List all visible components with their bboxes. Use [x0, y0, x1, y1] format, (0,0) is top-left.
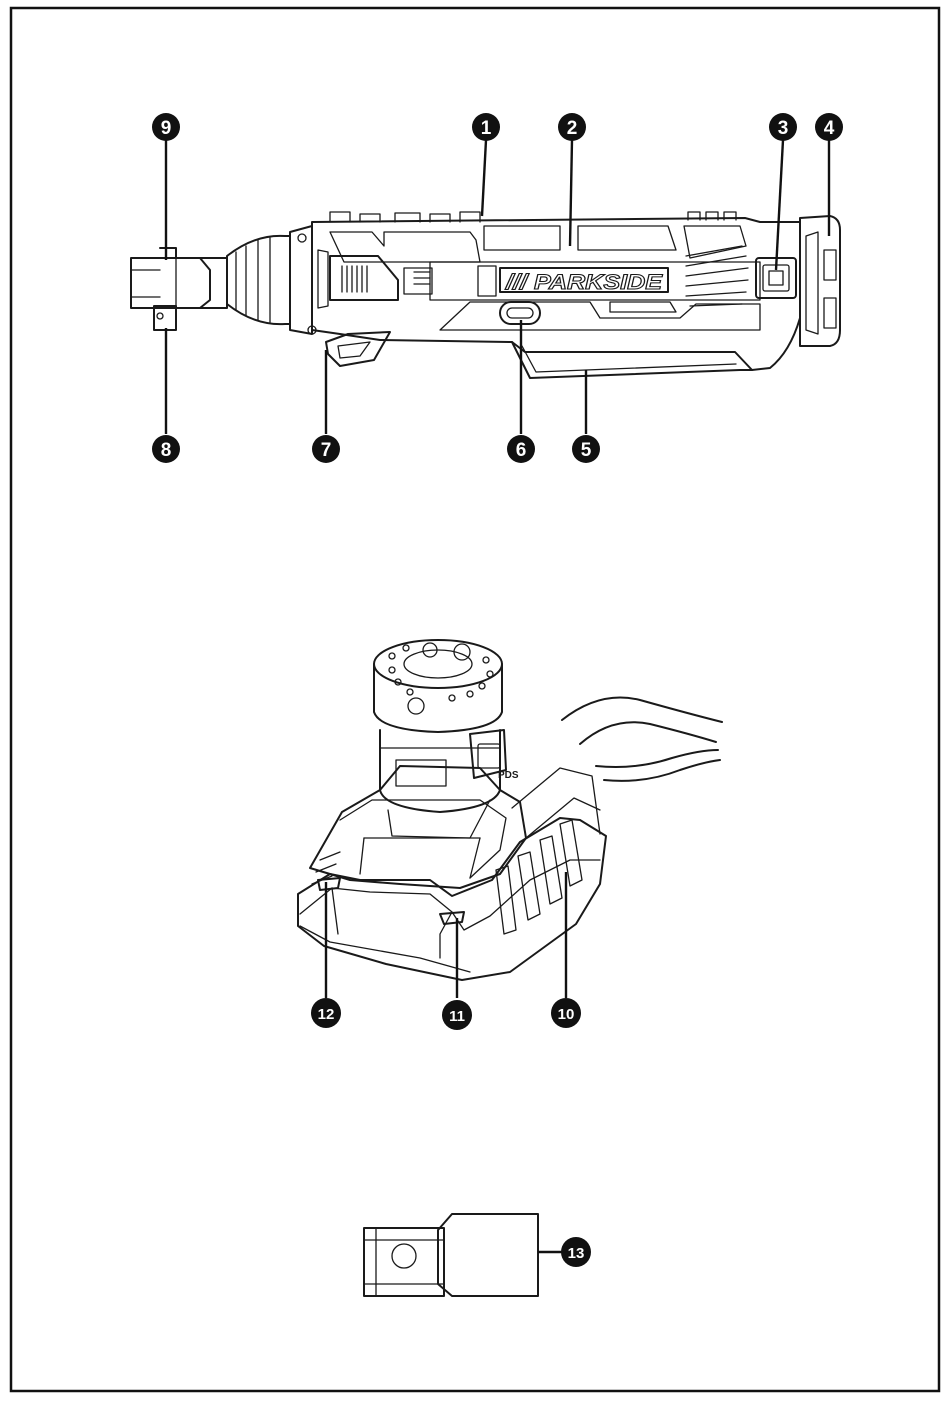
charger-led-red: [318, 878, 340, 890]
callout-label-8: 8: [161, 440, 172, 461]
callout-badge-3: 3: [769, 113, 797, 141]
battery-pack: PDS: [374, 640, 519, 838]
callout-label-6: 6: [516, 440, 527, 461]
callout-badge-2: 2: [558, 113, 586, 141]
callout-badge-11: 11: [442, 1000, 472, 1030]
charger-base: [298, 766, 606, 980]
ratchet-head: [131, 226, 316, 334]
charger-illustration: PDS: [298, 640, 722, 980]
ratchet-wrench-illustration: /// PARKSIDE: [131, 212, 840, 378]
callout-label-3: 3: [778, 118, 789, 139]
callout-label-4: 4: [824, 118, 835, 139]
callout-badge-8: 8: [152, 435, 180, 463]
callout-label-12: 12: [318, 1006, 335, 1023]
callout-lines: [166, 140, 829, 1252]
page-frame: [11, 8, 939, 1391]
callout-badge-6: 6: [507, 435, 535, 463]
charger-led-green: [440, 912, 464, 924]
callout-label-11: 11: [449, 1008, 465, 1025]
callout-badge-4: 4: [815, 113, 843, 141]
callout-badge-5: 5: [572, 435, 600, 463]
callout-label-13: 13: [568, 1245, 585, 1262]
callout-label-5: 5: [581, 440, 592, 461]
callout-badge-7: 7: [312, 435, 340, 463]
callout-label-7: 7: [321, 440, 332, 461]
callout-label-10: 10: [558, 1006, 575, 1023]
socket-adapter-illustration: [364, 1214, 538, 1296]
callout-badge-9: 9: [152, 113, 180, 141]
charger-brand-label: PDS: [498, 770, 519, 781]
callout-badge-1: 1: [472, 113, 500, 141]
brand-label: /// PARKSIDE: [505, 271, 663, 294]
callout-label-1: 1: [481, 118, 492, 139]
callout-badge-10: 10: [551, 998, 581, 1028]
ratchet-housing: /// PARKSIDE: [312, 212, 840, 378]
callout-badge-13: 13: [561, 1237, 591, 1267]
callout-label-9: 9: [161, 118, 172, 139]
callout-label-2: 2: [567, 118, 578, 139]
callout-badge-12: 12: [311, 998, 341, 1028]
